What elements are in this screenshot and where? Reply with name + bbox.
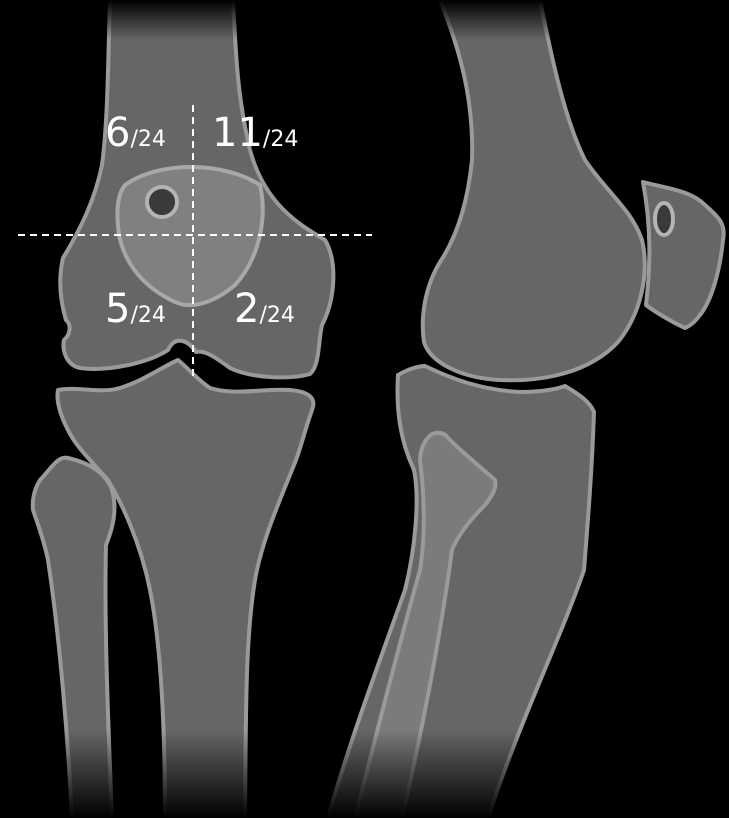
lateral-patella	[643, 182, 724, 328]
ap-view: 6/24 11/24 5/24 2/24	[18, 0, 372, 818]
lateral-view	[328, 0, 724, 818]
bottom-fade	[0, 730, 729, 818]
lateral-patella-hole	[655, 203, 673, 235]
label-upper-right: 11/24	[212, 110, 298, 156]
top-fade	[0, 0, 729, 40]
lateral-femur	[423, 0, 645, 380]
ap-patella-hole	[147, 187, 177, 217]
